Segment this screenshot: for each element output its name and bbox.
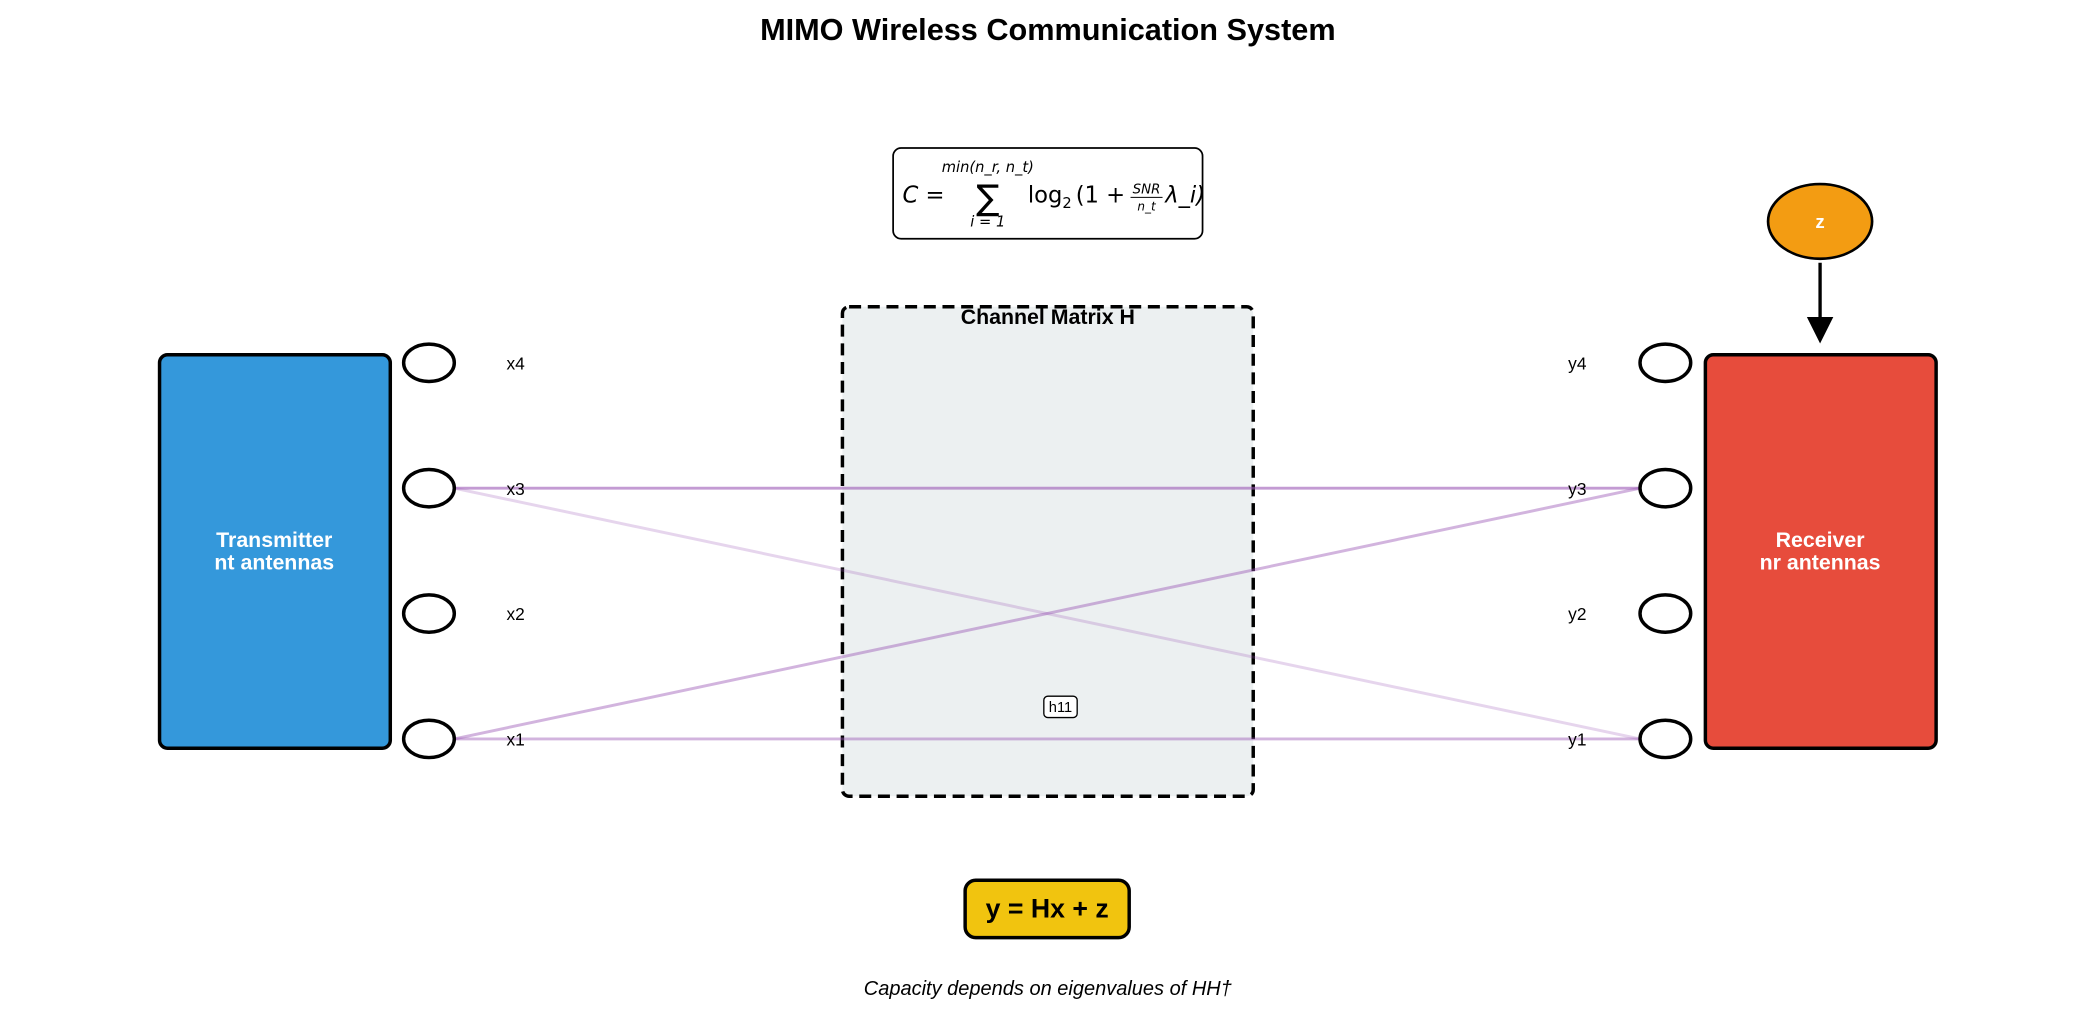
transmitter-label: Transmitter	[216, 528, 332, 552]
channel-matrix-title: Channel Matrix H	[961, 305, 1135, 329]
equation-box	[963, 878, 1131, 940]
receiver-label: Receiver	[1776, 528, 1865, 552]
tx-antenna-label: x1	[507, 730, 525, 750]
caption: Capacity depends on eigenvalues of HH†	[864, 978, 1232, 1000]
noise-label: z	[1815, 211, 1824, 232]
formula-frac-den: n_t	[1137, 200, 1157, 214]
tx-antenna-x1	[401, 718, 457, 760]
capacity-formula: C = min(n_r, n_t) ∑ i = 1 log2(1 + SNR n…	[892, 147, 1205, 240]
tx-antenna-x2	[401, 593, 457, 634]
rx-antenna-y1	[1638, 718, 1693, 760]
formula-body: log2(1 +	[1028, 183, 1125, 212]
rx-antenna-label: y3	[1568, 479, 1586, 499]
h11-text: h11	[1049, 700, 1072, 716]
receiver-box	[1703, 353, 1938, 750]
rx-antenna-y4	[1638, 342, 1693, 384]
formula-sum-symbol: ∑	[976, 178, 999, 218]
formula-sum-upper: min(n_r, n_t)	[942, 159, 1034, 176]
channel-links	[454, 486, 1641, 741]
rx-antenna-y3	[1638, 467, 1693, 509]
diagram-title: MIMO Wireless Communication System	[760, 13, 1336, 47]
formula-frac-num: SNR	[1133, 182, 1161, 197]
transmitter-box	[157, 353, 393, 750]
noise-node	[1766, 182, 1874, 261]
formula-close: λ_i)	[1164, 183, 1205, 209]
transmitter-sublabel: nt antennas	[214, 551, 334, 575]
tx-antenna-x3	[401, 467, 457, 509]
receiver-sublabel: nr antennas	[1760, 551, 1881, 575]
formula-sum-lower: i = 1	[970, 214, 1005, 231]
rx-antenna-y2	[1638, 593, 1693, 634]
h11-label: h11	[1043, 695, 1078, 719]
channel-matrix-box	[840, 305, 1255, 798]
formula-lhs: C =	[902, 183, 944, 209]
antennas: x4 x3 x2 x1 y4 y3 y2 y1	[401, 342, 1693, 760]
tx-antenna-label: x2	[507, 604, 525, 624]
tx-antenna-label: x3	[507, 479, 525, 499]
rx-antenna-label: y2	[1568, 604, 1586, 624]
link-x1-y3	[454, 486, 1641, 741]
tx-antenna-x4	[401, 342, 457, 384]
tx-antenna-label: x4	[507, 353, 526, 373]
equation-text: y = Hx + z	[986, 894, 1109, 924]
link-x3-y1	[454, 486, 1641, 741]
rx-antenna-label: y1	[1568, 730, 1586, 750]
rx-antenna-label: y4	[1568, 353, 1587, 373]
